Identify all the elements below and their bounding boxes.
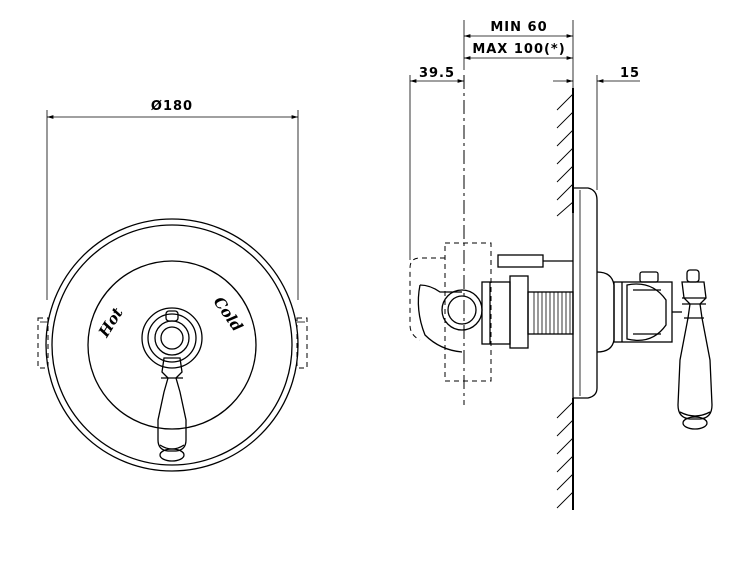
valve-body	[409, 242, 573, 382]
diameter-label: Ø180	[151, 99, 193, 114]
escutcheon-outer-ring	[45, 218, 299, 472]
front-view: Ø180 Hot Cold	[37, 99, 308, 472]
offset-dimension: 39.5	[409, 66, 464, 260]
hot-label: Hot	[94, 304, 126, 341]
offset-label: 39.5	[419, 66, 455, 81]
diameter-dimension: Ø180	[46, 99, 299, 300]
spindle	[527, 291, 574, 335]
escutcheon-ring	[51, 224, 293, 466]
wall-top	[556, 88, 574, 217]
lever-handle-side	[677, 269, 713, 430]
handle-hub	[141, 307, 203, 369]
escutcheon-plate-side	[572, 187, 598, 399]
max-depth-label: MAX 100(*)	[472, 42, 565, 57]
cold-label: Cold	[210, 293, 247, 335]
lever-handle-front	[157, 357, 187, 462]
handle-assembly-side	[596, 271, 682, 353]
right-mount-tab	[296, 317, 308, 369]
plate-label: 15	[620, 66, 640, 81]
plate-dimension: 15	[553, 66, 640, 190]
escutcheon-inner-ring	[87, 260, 257, 430]
wall-bottom	[556, 398, 574, 510]
side-view: MIN 60 MAX 100(*) 39.5 15	[409, 20, 713, 510]
left-mount-tab	[37, 317, 49, 369]
min-depth-label: MIN 60	[490, 20, 547, 35]
depth-dimension: MIN 60 MAX 100(*)	[463, 20, 574, 70]
